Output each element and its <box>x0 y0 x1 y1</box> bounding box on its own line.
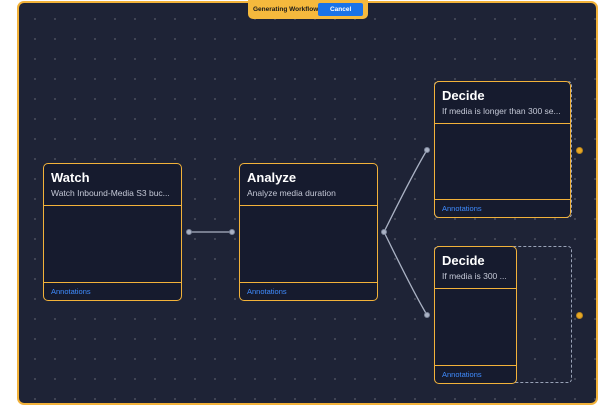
node-footer: Annotations <box>44 282 181 300</box>
node-title: Decide <box>442 253 485 268</box>
node-footer: Annotations <box>240 282 377 300</box>
node-decide-2[interactable]: Decide If media is 300 ... Annotations <box>434 246 517 384</box>
node-body <box>435 289 516 365</box>
node-header: Decide If media is longer than 300 se... <box>435 82 570 124</box>
node-title: Decide <box>442 88 485 103</box>
node-subtitle: If media is longer than 300 se... <box>442 106 561 116</box>
node-decide-1[interactable]: Decide If media is longer than 300 se...… <box>434 81 571 218</box>
node-analyze[interactable]: Analyze Analyze media duration Annotatio… <box>239 163 378 301</box>
analyze-output-handle[interactable] <box>381 229 387 235</box>
decide-2-output-handle[interactable] <box>576 312 583 319</box>
node-header: Analyze Analyze media duration <box>240 164 377 206</box>
node-subtitle: If media is 300 ... <box>442 271 507 281</box>
node-footer: Annotations <box>435 199 570 217</box>
status-text: Generating Workflow <box>253 6 319 13</box>
cancel-button[interactable]: Cancel <box>318 3 363 16</box>
node-footer: Annotations <box>435 365 516 383</box>
annotations-link[interactable]: Annotations <box>247 287 287 296</box>
node-watch[interactable]: Watch Watch Inbound-Media S3 buc... Anno… <box>43 163 182 301</box>
node-subtitle: Watch Inbound-Media S3 buc... <box>51 188 170 198</box>
annotations-link[interactable]: Annotations <box>442 370 482 379</box>
node-subtitle: Analyze media duration <box>247 188 336 198</box>
node-title: Analyze <box>247 170 297 185</box>
annotations-link[interactable]: Annotations <box>51 287 91 296</box>
node-title: Watch <box>51 170 90 185</box>
generating-workflow-banner: Generating Workflow Cancel <box>248 0 368 19</box>
decide-2-input-handle[interactable] <box>424 312 430 318</box>
node-header: Decide If media is 300 ... <box>435 247 516 289</box>
node-body <box>435 124 570 199</box>
decide-1-output-handle[interactable] <box>576 147 583 154</box>
annotations-link[interactable]: Annotations <box>442 204 482 213</box>
node-body <box>44 206 181 282</box>
decide-1-input-handle[interactable] <box>424 147 430 153</box>
watch-output-handle[interactable] <box>186 229 192 235</box>
analyze-input-handle[interactable] <box>229 229 235 235</box>
node-header: Watch Watch Inbound-Media S3 buc... <box>44 164 181 206</box>
node-body <box>240 206 377 282</box>
